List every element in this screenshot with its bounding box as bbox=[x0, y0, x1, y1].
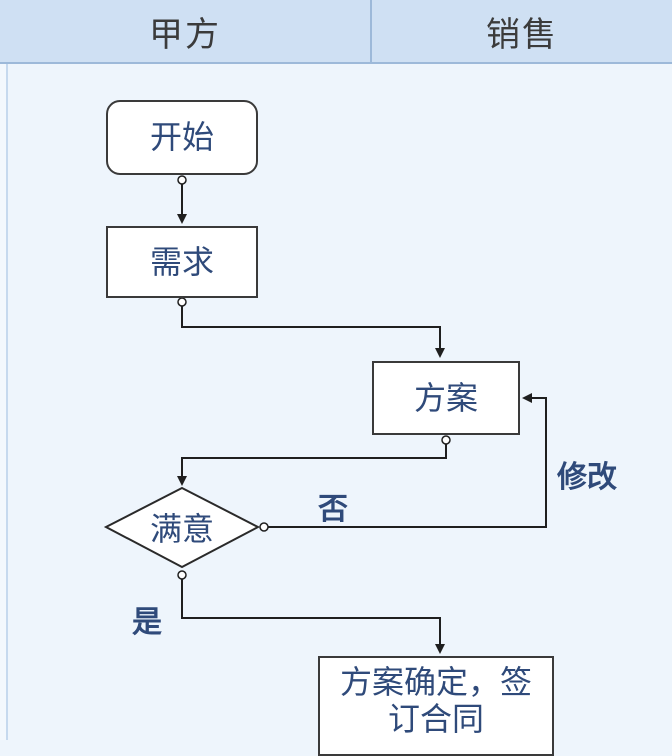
lane-header-party-a: 甲方 bbox=[0, 0, 372, 62]
port-plan-bottom bbox=[441, 435, 451, 445]
lane-header-sales: 销售 bbox=[486, 14, 558, 55]
port-start-bottom bbox=[177, 175, 187, 185]
edge-yes-to-final bbox=[181, 575, 445, 654]
edge-label-no: 否 bbox=[318, 492, 348, 527]
node-final-contract: 方案确定，签订合同 bbox=[318, 656, 554, 756]
lane-left-edge bbox=[6, 64, 8, 740]
edge-label-modify: 修改 bbox=[557, 460, 617, 495]
edge-requirement-to-plan bbox=[181, 302, 445, 358]
node-plan: 方案 bbox=[372, 361, 520, 435]
edge-plan-to-satisfied bbox=[177, 440, 447, 486]
decision-satisfied-label: 满意 bbox=[149, 510, 214, 548]
decision-satisfied bbox=[103, 486, 261, 569]
flow-connectors bbox=[103, 175, 547, 654]
port-satisfied-right bbox=[259, 522, 269, 532]
node-start: 开始 bbox=[106, 100, 258, 175]
node-requirement: 需求 bbox=[106, 226, 258, 298]
port-requirement-bottom bbox=[177, 297, 187, 307]
edge-label-yes: 是 bbox=[132, 605, 162, 640]
diagram-canvas bbox=[0, 64, 672, 740]
swimlane-header: 甲方 销售 bbox=[0, 0, 672, 64]
port-satisfied-bottom bbox=[177, 570, 187, 580]
edge-no-modify-loop bbox=[264, 393, 547, 528]
